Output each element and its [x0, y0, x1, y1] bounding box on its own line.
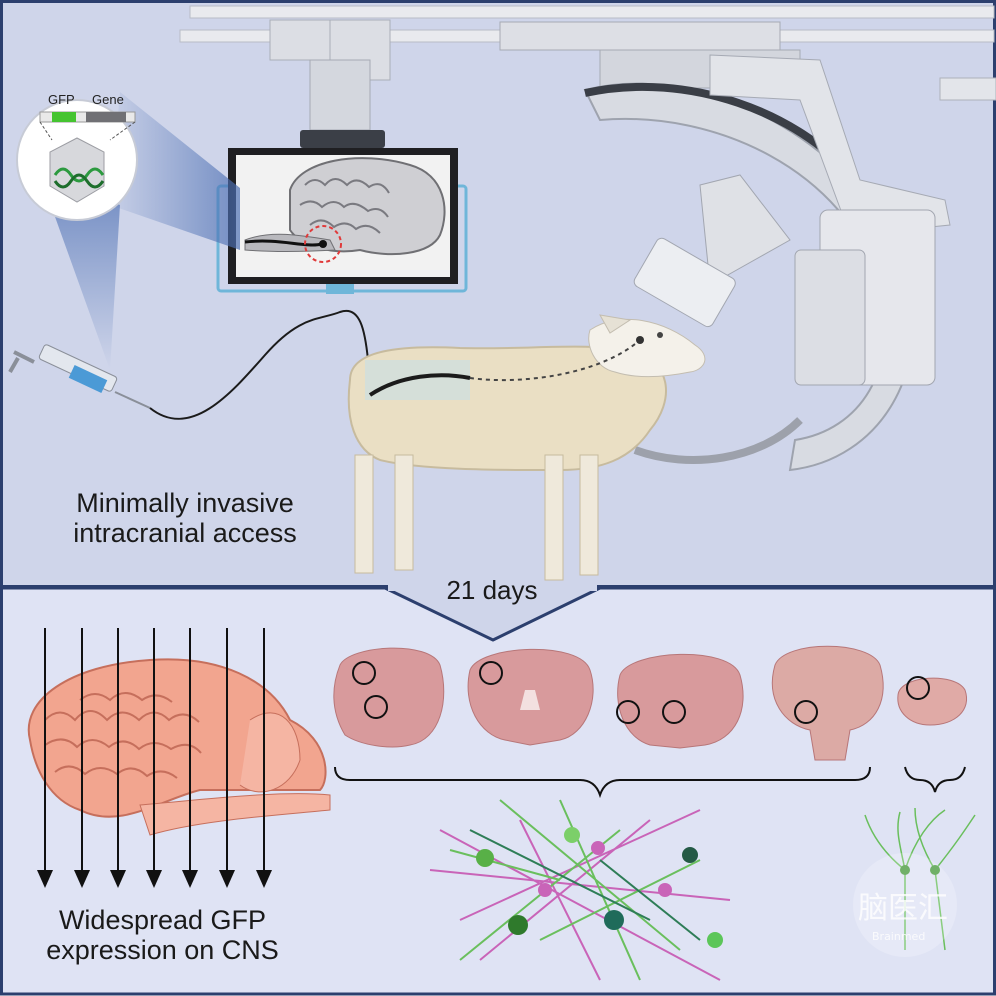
watermark-logo-text: 脑医汇 [858, 891, 948, 926]
syringe-icon [8, 344, 151, 409]
gfp-cassette [52, 112, 76, 122]
watermark-logo: 脑医汇 Brainmed [853, 853, 957, 957]
top-panel-caption: Minimally invasive intracranial access [73, 488, 297, 549]
sheep [347, 314, 706, 581]
coronal-slice-2 [467, 648, 594, 746]
gene-cassette-label: Gene [92, 92, 124, 107]
neuron-network [429, 799, 731, 981]
catheter-line [149, 309, 369, 420]
magnify-beam [110, 92, 240, 250]
coronal-slice-1 [333, 647, 445, 748]
vector-beam [40, 175, 120, 370]
gfp-cassette-label: GFP [48, 92, 75, 107]
watermark-subtext: Brainmed [872, 930, 925, 943]
cerebrum-brace [334, 766, 871, 799]
cerebellum-slice [897, 676, 967, 726]
gene-cassette [86, 112, 126, 122]
interval-label: 21 days [446, 575, 538, 605]
cerebellum-brace [904, 766, 966, 793]
c-arm-xray [520, 54, 951, 472]
bottom-panel-caption: Widespread GFP expression on CNS [46, 905, 279, 966]
section-arrows [37, 628, 272, 888]
monitor-brain-image [244, 157, 446, 263]
whole-brain-illustration [27, 658, 331, 836]
aav-vector-inset: GFP Gene [16, 92, 138, 221]
ceiling-rails [179, 5, 996, 148]
neuron-somas [476, 827, 723, 948]
purkinje-cells [864, 807, 976, 951]
coronal-slice-4 [771, 645, 884, 761]
coronal-slice-3 [616, 653, 744, 749]
monitor [216, 148, 468, 294]
